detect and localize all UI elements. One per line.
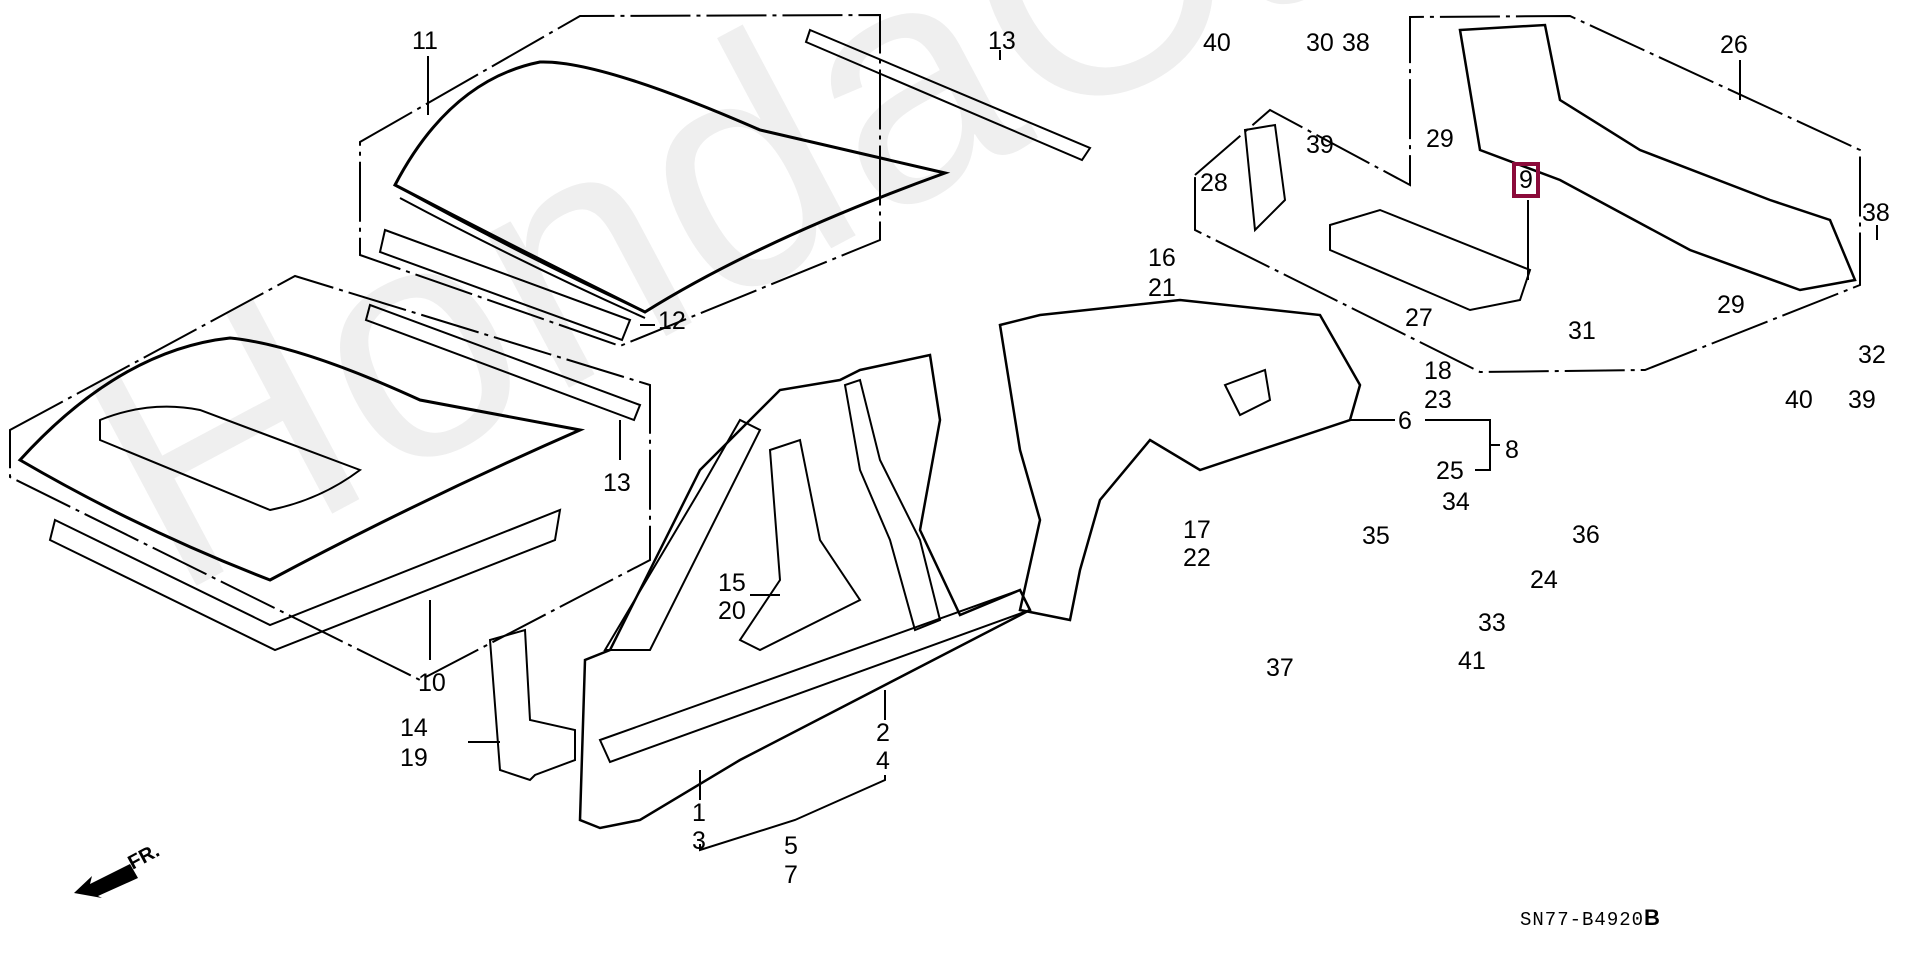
bracket-28[interactable] xyxy=(1243,123,1287,233)
callout-39[interactable]: 39 xyxy=(1306,131,1334,159)
callout-13[interactable]: 13 xyxy=(988,27,1016,55)
callout-17[interactable]: 17 xyxy=(1183,516,1211,544)
rear-panel-26[interactable] xyxy=(1458,23,1857,292)
diagram-code: SN77-B4920B xyxy=(1520,905,1661,931)
diagram-code-number: SN77-B4920 xyxy=(1520,909,1645,931)
roof-panel-upper[interactable] xyxy=(392,60,951,314)
callout-32[interactable]: 32 xyxy=(1858,341,1886,369)
callout-34[interactable]: 34 xyxy=(1442,488,1470,516)
callout-13[interactable]: 13 xyxy=(603,469,631,497)
callout-5[interactable]: 5 xyxy=(784,832,798,860)
bracket-5-7 xyxy=(699,775,886,852)
roof-panel-upper-edge xyxy=(394,184,646,319)
rear-crossmember[interactable] xyxy=(1329,208,1532,312)
a-pillar xyxy=(603,418,762,651)
callout-37[interactable]: 37 xyxy=(1266,654,1294,682)
callout-9-highlighted[interactable]: 9 xyxy=(1512,162,1540,198)
roof-frame-lower xyxy=(48,508,562,652)
callout-4[interactable]: 4 xyxy=(876,747,890,775)
front-direction-arrow-icon xyxy=(74,864,138,898)
callout-19[interactable]: 19 xyxy=(400,744,428,772)
callout-10[interactable]: 10 xyxy=(418,669,446,697)
diagram-code-suffix: B xyxy=(1644,905,1661,930)
callout-29[interactable]: 29 xyxy=(1717,291,1745,319)
callout-33[interactable]: 33 xyxy=(1478,609,1506,637)
rear-quarter-panel[interactable] xyxy=(998,298,1362,622)
pillar-reinforcement-14-19[interactable] xyxy=(488,628,576,782)
callout-36[interactable]: 36 xyxy=(1572,521,1600,549)
callout-23[interactable]: 23 xyxy=(1424,386,1452,414)
roof-group-11-boundary xyxy=(359,13,881,348)
callout-39[interactable]: 39 xyxy=(1848,386,1876,414)
callout-40[interactable]: 40 xyxy=(1785,386,1813,414)
callout-38[interactable]: 38 xyxy=(1342,29,1370,57)
callout-38[interactable]: 38 xyxy=(1862,199,1890,227)
callout-30[interactable]: 30 xyxy=(1306,29,1334,57)
callout-2[interactable]: 2 xyxy=(876,719,890,747)
rear-panel-group-boundary xyxy=(1194,14,1861,374)
callout-20[interactable]: 20 xyxy=(718,597,746,625)
callout-28[interactable]: 28 xyxy=(1200,169,1228,197)
callout-40[interactable]: 40 xyxy=(1203,29,1231,57)
front-roof-rail-12[interactable] xyxy=(378,228,632,342)
callout-25[interactable]: 25 xyxy=(1436,457,1464,485)
callout-6[interactable]: 6 xyxy=(1398,407,1412,435)
callout-26[interactable]: 26 xyxy=(1720,31,1748,59)
roof-rail-13-upper[interactable] xyxy=(804,28,1092,162)
callout-29[interactable]: 29 xyxy=(1426,125,1454,153)
leader-6 xyxy=(1350,419,1500,471)
callout-3[interactable]: 3 xyxy=(692,827,706,855)
callout-7[interactable]: 7 xyxy=(784,861,798,889)
callout-35[interactable]: 35 xyxy=(1362,522,1390,550)
callout-18[interactable]: 18 xyxy=(1424,357,1452,385)
callout-8[interactable]: 8 xyxy=(1505,436,1519,464)
callout-22[interactable]: 22 xyxy=(1183,544,1211,572)
fuel-door-opening xyxy=(1223,368,1272,417)
callout-41[interactable]: 41 xyxy=(1458,647,1486,675)
callout-14[interactable]: 14 xyxy=(400,714,428,742)
callout-31[interactable]: 31 xyxy=(1568,317,1596,345)
roof-rail-13-lower[interactable] xyxy=(364,303,642,422)
callout-24[interactable]: 24 xyxy=(1530,566,1558,594)
inner-pillar-15-20[interactable] xyxy=(738,438,862,652)
callout-15[interactable]: 15 xyxy=(718,569,746,597)
callout-21[interactable]: 21 xyxy=(1148,274,1176,302)
callout-12[interactable]: 12 xyxy=(658,307,686,335)
side-outer-panel[interactable] xyxy=(578,353,1032,830)
sunroof-opening xyxy=(99,405,363,512)
rocker-sill xyxy=(598,588,1032,764)
callout-27[interactable]: 27 xyxy=(1405,304,1433,332)
roof-panel-sunroof[interactable] xyxy=(17,336,586,582)
callout-11[interactable]: 11 xyxy=(412,27,438,55)
callout-1[interactable]: 1 xyxy=(692,799,706,827)
b-pillar xyxy=(843,378,942,632)
roof-group-10-boundary xyxy=(9,274,651,682)
callout-16[interactable]: 16 xyxy=(1148,244,1176,272)
